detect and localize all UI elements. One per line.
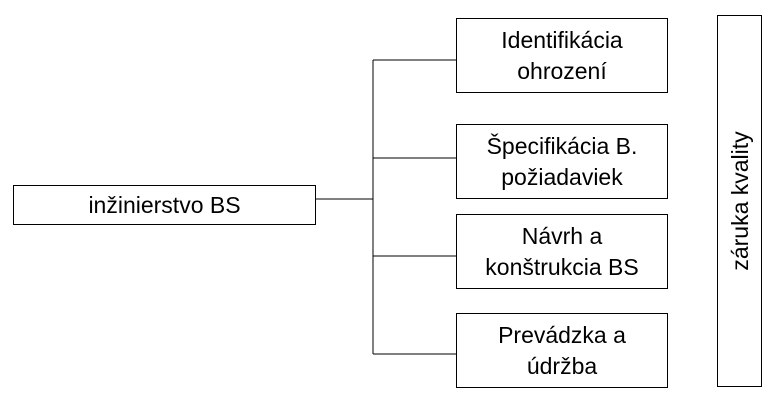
child-node-3-line-2: konštrukcia BS	[485, 253, 639, 280]
child-node-hazard-identification: Identifikácia ohrození	[456, 18, 668, 93]
child-node-operation-maintenance: Prevádzka a údržba	[456, 313, 668, 388]
root-node: inžinierstvo BS	[13, 185, 316, 225]
child-node-2-line-2: požiadaviek	[501, 163, 623, 190]
root-node-label: inžinierstvo BS	[88, 191, 241, 218]
quality-assurance-label: záruka kvality	[726, 131, 753, 271]
quality-assurance-node: záruka kvality	[717, 15, 762, 387]
child-node-1-line-1: Identifikácia	[501, 26, 623, 53]
child-node-2-line-1: Špecifikácia B.	[486, 132, 638, 159]
child-node-4-line-2: údržba	[526, 352, 598, 379]
child-node-requirements-specification: Špecifikácia B. požiadaviek	[456, 124, 668, 199]
child-node-3-line-1: Návrh a	[521, 222, 603, 249]
child-node-design-construction: Návrh a konštrukcia BS	[456, 214, 668, 289]
child-node-4-line-1: Prevádzka a	[498, 321, 626, 348]
child-node-1-line-2: ohrození	[517, 57, 607, 84]
